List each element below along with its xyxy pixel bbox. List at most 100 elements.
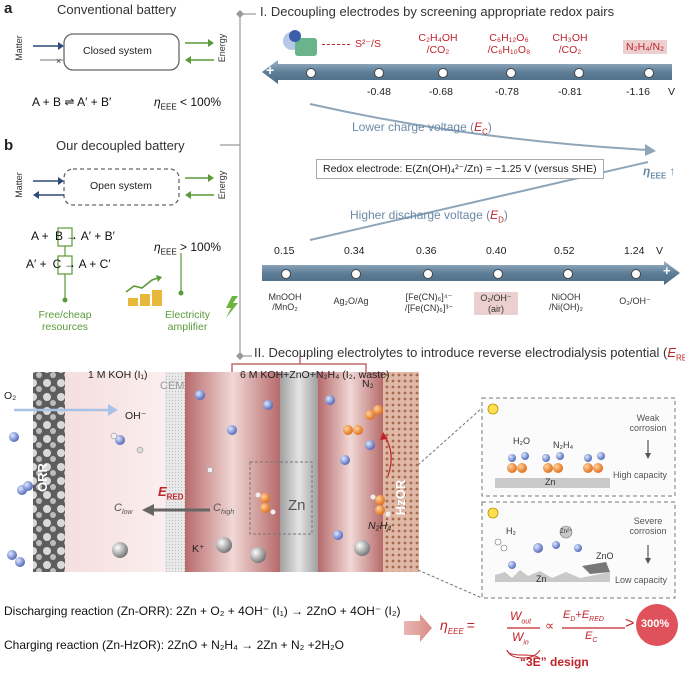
lower-charge-label: Lower charge voltage (EC) bbox=[352, 120, 492, 137]
top-pair-3: C₆H₁₂O₆/C₆H₁₀O₈ bbox=[487, 32, 531, 56]
frown-face-icon bbox=[487, 507, 499, 519]
cell-schematic bbox=[33, 356, 419, 572]
bottom-voltage-axis bbox=[262, 261, 680, 285]
bottomDots-dot-1 bbox=[351, 269, 361, 279]
bottom-pair-4: O₂/OH⁻(air) bbox=[474, 292, 518, 315]
inset-zn-bottom: Zn bbox=[536, 574, 547, 584]
top-value-5: -1.16 bbox=[626, 86, 650, 98]
reaction-a: A + B ⇌ A′ + B′ bbox=[32, 95, 112, 109]
panel-b-title: Our decoupled battery bbox=[56, 138, 185, 153]
topDots-dot-2 bbox=[438, 68, 448, 78]
formula-numerator: ED+ERED bbox=[563, 609, 604, 624]
inset-h2o: H₂O bbox=[513, 436, 530, 446]
koh2-label: 6 M KOH+ZnO+N₂H₄ (I₂, waste) bbox=[240, 369, 390, 381]
top-voltage-axis bbox=[262, 60, 672, 84]
bottomDots-dot-3 bbox=[493, 269, 503, 279]
o2-label: O₂ bbox=[4, 390, 17, 402]
bottomDots-dot-5 bbox=[631, 269, 641, 279]
eta-eee-up: ηEEE↑ bbox=[643, 164, 676, 181]
top-pair-4: CH₃OH/CO₂ bbox=[552, 32, 588, 56]
bottom-pair-6: O₃/OH⁻ bbox=[619, 296, 651, 306]
redox-electrode-box: Redox electrode: E(Zn(OH)₄²⁻/Zn) = −1.25… bbox=[316, 159, 604, 179]
hzor-label: HzOR bbox=[393, 479, 409, 516]
bottom-axis-plus: + bbox=[663, 263, 671, 278]
formula-win: Win bbox=[512, 630, 529, 647]
bottom-value-4: 0.40 bbox=[486, 245, 507, 257]
bottom-pair-2: Ag₂O/Ag bbox=[333, 296, 369, 306]
section2-title: II. Decoupling electrolytes to introduce… bbox=[254, 345, 685, 363]
chigh-label: Chigh bbox=[213, 502, 235, 517]
inset-zn2: Zn²⁺ bbox=[560, 529, 573, 535]
formula-eta: ηEEE= bbox=[440, 617, 475, 636]
panel-a-title: Conventional battery bbox=[57, 2, 177, 17]
bottom-unit: V bbox=[656, 245, 664, 257]
charging-reaction: Charging reaction (Zn-HzOR): 2ZnO + N₂H₄… bbox=[4, 638, 344, 652]
inset-zn-top: Zn bbox=[545, 477, 556, 487]
bottom-pair-3: [Fe(CN)₆]⁴⁻/[Fe(CN)₆]³⁻ bbox=[404, 292, 454, 313]
reaction-b2: A′ + C→ A + C′ bbox=[26, 257, 111, 271]
lightning-icon bbox=[226, 296, 238, 318]
bottom-value-2: 0.34 bbox=[344, 245, 365, 257]
energy-label-b: Energy bbox=[217, 170, 227, 200]
top-value-4: -0.81 bbox=[558, 86, 582, 98]
top-value-2: -0.68 bbox=[429, 86, 453, 98]
panel-a-letter: a bbox=[4, 0, 13, 17]
topDots-dot-5 bbox=[644, 68, 654, 78]
bottom-pair-1: MnOOH/MnO₂ bbox=[268, 292, 302, 312]
reaction-b1: A + B→ A′ + B′ bbox=[31, 229, 115, 243]
bottom-value-1: 0.15 bbox=[274, 245, 295, 257]
higher-discharge-label: Higher discharge voltage (ED) bbox=[350, 208, 508, 225]
topDots-dot-3 bbox=[506, 68, 516, 78]
cem-label: CEM bbox=[160, 380, 185, 392]
topDots-dot-0 bbox=[306, 68, 316, 78]
high-capacity-label: High capacity bbox=[613, 470, 668, 480]
formula-wout: Wout bbox=[510, 609, 532, 626]
molecules bbox=[7, 390, 391, 567]
orr-label: ORR bbox=[34, 463, 50, 492]
ered-label: ERED bbox=[158, 484, 184, 502]
inset-n2h4: N₂H₄ bbox=[553, 440, 574, 450]
topDots-dot-1 bbox=[374, 68, 384, 78]
bottomDots-dot-4 bbox=[563, 269, 573, 279]
energy-label-a: Energy bbox=[217, 33, 227, 63]
section1-title: I. Decoupling electrodes by screening ap… bbox=[260, 4, 615, 19]
inset-zno: ZnO bbox=[596, 551, 614, 561]
n2-label: N₂ bbox=[362, 378, 374, 390]
closed-system-box bbox=[63, 33, 180, 71]
top-unit: V bbox=[668, 86, 676, 98]
svg-text:×: × bbox=[56, 56, 61, 66]
coin-stack-icon bbox=[125, 275, 162, 306]
top-value-1: -0.48 bbox=[367, 86, 391, 98]
bottom-value-5: 0.52 bbox=[554, 245, 575, 257]
matter-label-b: Matter bbox=[14, 172, 24, 198]
percent-circle bbox=[636, 604, 678, 646]
top-value-3: -0.78 bbox=[495, 86, 519, 98]
top-pair-5: N₂H₄/N₂ bbox=[623, 40, 668, 54]
electrode-illustration bbox=[283, 30, 321, 58]
bottomDots-dot-2 bbox=[423, 269, 433, 279]
kplus-label: K⁺ bbox=[192, 543, 205, 555]
koh1-label: 1 M KOH (I₁) bbox=[88, 369, 148, 381]
percent-label: 300% bbox=[641, 618, 670, 630]
top-pair-1: S²⁻/S bbox=[355, 38, 381, 50]
panel-b-letter: b bbox=[4, 137, 14, 154]
formula-gt: > bbox=[625, 615, 635, 632]
top-axis-plus: + bbox=[266, 62, 275, 78]
closed-system-label: Closed system bbox=[83, 45, 152, 57]
smile-face-icon bbox=[487, 403, 499, 415]
bottom-value-3: 0.36 bbox=[416, 245, 437, 257]
discharging-reaction: Discharging reaction (Zn-ORR): 2Zn + O₂ … bbox=[4, 604, 401, 618]
inset-h2: H₂ bbox=[506, 526, 516, 536]
eta-a: ηEEE < 100% bbox=[154, 95, 222, 112]
oh-label: OH⁻ bbox=[125, 410, 147, 422]
zn-electrode-label: Zn bbox=[288, 497, 306, 514]
bottom-value-6: 1.24 bbox=[624, 245, 645, 257]
design-label: “3E” design bbox=[520, 655, 589, 669]
eta-b: ηEEE > 100% bbox=[154, 240, 222, 257]
open-system-box bbox=[63, 168, 180, 206]
bottomDots-dot-0 bbox=[281, 269, 291, 279]
